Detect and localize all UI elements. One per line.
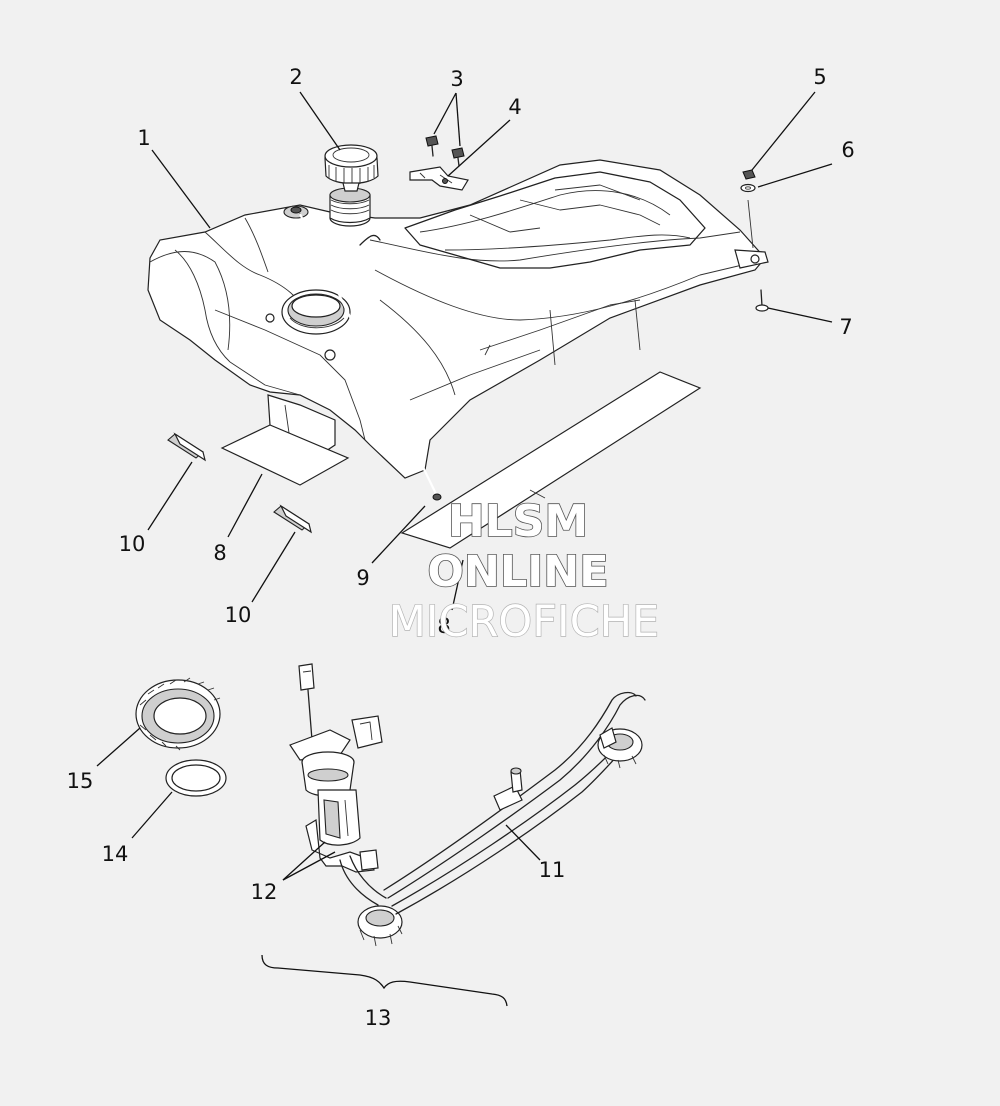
pad-front	[220, 424, 350, 486]
callout-10-upper: 10	[119, 532, 146, 556]
bumper-upper	[167, 432, 206, 462]
callout-labels: 1 2 3 4 5 6 7 8 8 9 10 10 11 12 13 14 15	[67, 65, 855, 1030]
callout-8-front: 8	[213, 541, 226, 565]
assembly-brace	[261, 954, 508, 1007]
callout-4: 4	[508, 95, 521, 119]
callout-15: 15	[67, 769, 94, 793]
callout-8-rear: 8	[437, 614, 450, 638]
watermark-line-3: MICROFICHE	[389, 597, 659, 647]
filler-neck	[329, 187, 371, 227]
filler-cap	[324, 144, 379, 192]
callout-11: 11	[539, 858, 566, 882]
vent-line	[299, 213, 442, 501]
callout-9: 9	[356, 566, 369, 590]
callout-10-lower: 10	[225, 603, 252, 627]
callout-1: 1	[137, 126, 150, 150]
callout-7: 7	[839, 315, 852, 339]
washer	[740, 183, 756, 193]
callout-6: 6	[841, 138, 854, 162]
watermark-line-1: HLSM	[448, 496, 588, 547]
callout-13: 13	[365, 1006, 392, 1030]
fuel-tank	[147, 159, 769, 479]
retainer-ring	[135, 677, 221, 751]
fuel-pump-assembly	[289, 663, 646, 947]
leader-lines	[96, 91, 833, 881]
watermark-line-2: ONLINE	[427, 547, 608, 597]
callout-3: 3	[450, 67, 463, 91]
bracket	[409, 166, 469, 191]
callout-5: 5	[813, 65, 826, 89]
callout-2: 2	[289, 65, 302, 89]
o-ring	[165, 759, 227, 797]
bumper-lower	[273, 504, 312, 534]
callout-14: 14	[102, 842, 129, 866]
screws	[425, 135, 465, 167]
bolt	[755, 289, 769, 312]
nut	[742, 169, 756, 180]
watermark: HLSM ONLINE MICROFICHE	[388, 495, 660, 648]
pump-opening	[281, 289, 351, 335]
callout-12: 12	[251, 880, 278, 904]
pad-rear	[400, 371, 702, 549]
